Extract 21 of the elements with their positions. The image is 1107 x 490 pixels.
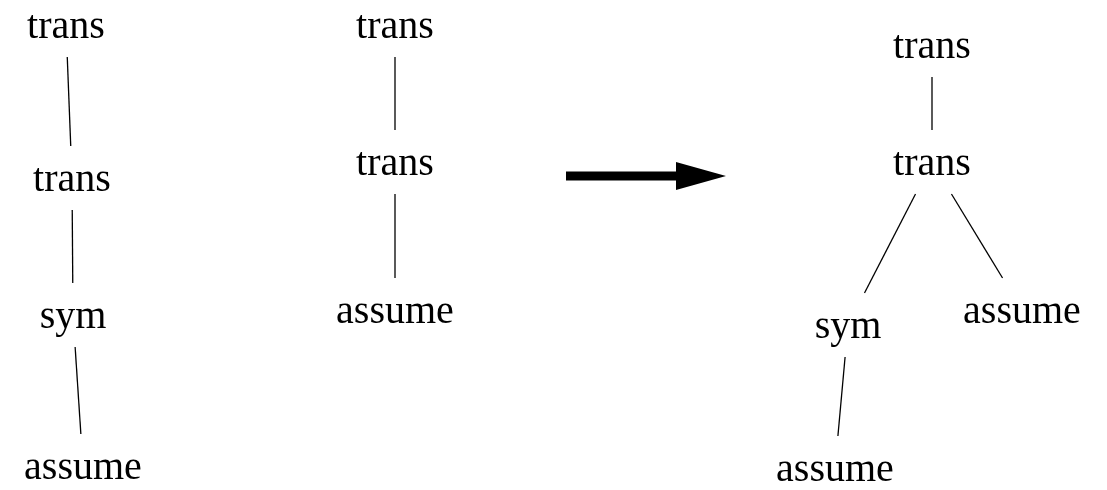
connector-line [394,56,396,131]
connector-line [74,346,82,435]
node-label: trans [891,130,973,194]
node-label: sym [37,283,109,347]
node-label: assume [961,278,1083,342]
connector-line [71,209,74,284]
node-label: trans [354,0,436,57]
node-label: sym [812,293,884,357]
connector-line [863,193,917,294]
node-label: trans [31,146,113,210]
node-label: trans [25,0,107,57]
node-label: trans [891,13,973,77]
connector-line [66,56,72,147]
connector-line [950,193,1004,279]
connector-line [931,76,933,131]
connector-line [837,356,846,437]
connector-line [394,193,396,279]
node-label: assume [334,278,456,342]
node-label: assume [22,434,144,490]
node-label: trans [354,130,436,194]
node-label: assume [774,436,896,490]
